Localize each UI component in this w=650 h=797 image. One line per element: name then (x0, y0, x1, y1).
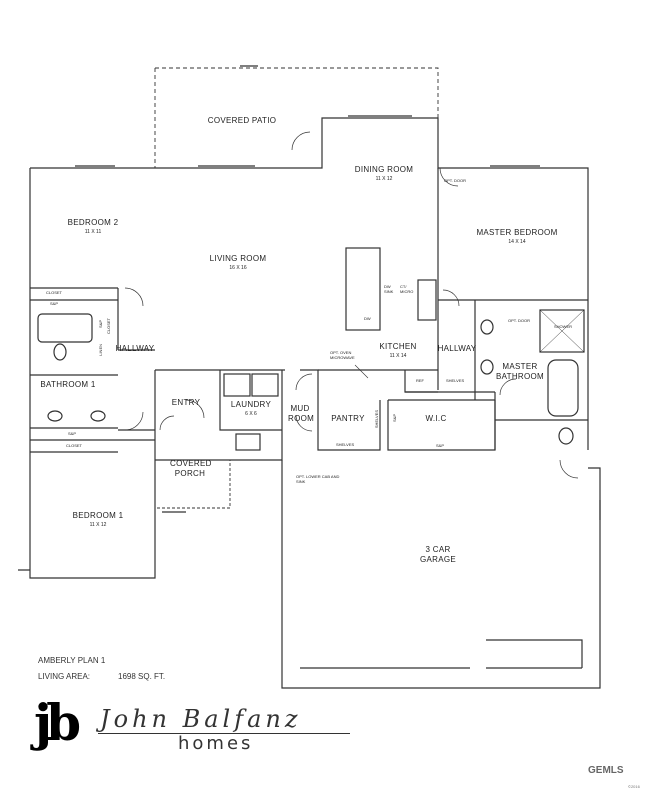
label-opt-door-top: OPT. DOOR (444, 178, 467, 183)
label-dw: DW (364, 316, 371, 321)
patio-outline (154, 67, 439, 168)
label-closet-low: CLOSET (66, 443, 83, 448)
label-shelves-pantry: SHELVES (336, 442, 355, 447)
label-bedroom-1-dim: 11 X 12 (89, 522, 107, 528)
label-pantry: PANTRY (331, 414, 365, 423)
label-ref: REF (416, 378, 424, 383)
exterior-wall-left (29, 167, 156, 579)
brand-monogram: jb (34, 693, 81, 752)
closet-top-walls (30, 287, 119, 350)
laundry-sink (235, 433, 261, 451)
label-covered-patio: COVERED PATIO (207, 116, 277, 125)
label-master-bedroom-dim: 14 X 14 (508, 239, 526, 245)
label-sbp-wic: S&P (436, 443, 445, 448)
label-dw-sink: DW SINK (384, 284, 394, 294)
plan-name: AMBERLY PLAN 1 (38, 656, 106, 665)
windows (18, 65, 601, 571)
tub-left (37, 313, 93, 343)
label-entry: ENTRY (171, 398, 201, 407)
living-area-value: 1698 SQ. FT. (118, 672, 166, 681)
tub-master (547, 359, 579, 417)
label-living-dim: 16 X 16 (229, 265, 247, 271)
washer (223, 373, 251, 397)
bath1-walls (30, 374, 118, 453)
toilet-master (558, 427, 574, 445)
sink-left-1 (47, 410, 63, 422)
label-master-bedroom: MASTER BEDROOM (476, 228, 558, 237)
label-mud-room: MUD ROOM (288, 404, 315, 423)
label-master-bath: MASTER BATHROOM (495, 362, 545, 381)
kitchen-counter (417, 279, 437, 321)
label-sbp-wic-side: S&P (392, 414, 397, 423)
label-bathroom-1: BATHROOM 1 (40, 380, 96, 389)
label-dining-room: DINING ROOM (354, 165, 414, 174)
master-sink-2 (480, 359, 494, 375)
label-dining-dim: 11 X 12 (375, 176, 393, 182)
toilet-left (53, 343, 67, 361)
laundry-walls (154, 370, 283, 461)
exterior-wall-top-living (155, 117, 589, 450)
kitchen-island (345, 247, 381, 331)
garage-door-line (300, 639, 583, 669)
shower (539, 309, 585, 353)
wic-walls (388, 391, 495, 401)
sink-left-2 (90, 410, 106, 422)
label-shelves-kitchen: SHELVES (446, 378, 465, 383)
label-laundry-dim: 6 X 6 (245, 411, 257, 417)
label-kitchen-dim: 11 X 14 (389, 353, 407, 359)
label-shelves-vert: SHELVES (374, 410, 379, 429)
dryer (251, 373, 279, 397)
hallway-left-walls (118, 349, 155, 441)
door-swings (124, 131, 579, 479)
master-sink-1 (480, 319, 494, 335)
label-opt-door-right: OPT. DOOR (508, 318, 531, 323)
label-opt-oven: OPT. OVEN MICROWAVE (330, 350, 355, 360)
label-linen-vert: LINEN (98, 344, 103, 356)
label-hallway-left: HALLWAY (115, 344, 155, 353)
master-walls (438, 299, 588, 450)
brand-name: John Balfanz (100, 705, 302, 733)
label-garage: 3 CAR GARAGE (419, 545, 457, 564)
exterior-wall-garage (281, 460, 601, 689)
label-closet-top: CLOSET (46, 290, 63, 295)
shower-diag (539, 309, 585, 353)
label-shower: SHOWER (554, 324, 572, 329)
porch-walls (154, 460, 231, 509)
label-sbp-low: S&P (68, 431, 77, 436)
living-area-label: LIVING AREA: (38, 672, 91, 681)
label-sbp-top: S&P (50, 301, 59, 306)
label-wic: W.I.C (425, 414, 447, 423)
label-sbp-mid: S&P (98, 320, 103, 329)
label-bedroom-2-dim: 11 X 11 (84, 229, 102, 235)
brand-underline (98, 733, 350, 734)
label-bedroom-2: BEDROOM 2 (67, 218, 119, 227)
label-covered-porch: COVERED PORCH (170, 459, 212, 478)
label-bedroom-1: BEDROOM 1 (72, 511, 124, 520)
brand-sub: homes (178, 733, 254, 754)
label-hallway-right: HALLWAY (437, 344, 477, 353)
label-laundry: LAUNDRY (230, 400, 272, 409)
mls-copyright: ©2016 (628, 784, 640, 789)
label-opt-lower-cab: OPT. LOWER CAB AND SINK (296, 474, 340, 484)
mls-watermark: GEMLS (588, 765, 624, 776)
label-kitchen: KITCHEN (379, 342, 417, 351)
label-living-room: LIVING ROOM (209, 254, 267, 263)
label-closet-mid: CLOSET (106, 318, 111, 335)
label-ct-micro: CT/ MICRO (400, 284, 414, 294)
leaders (281, 364, 369, 478)
